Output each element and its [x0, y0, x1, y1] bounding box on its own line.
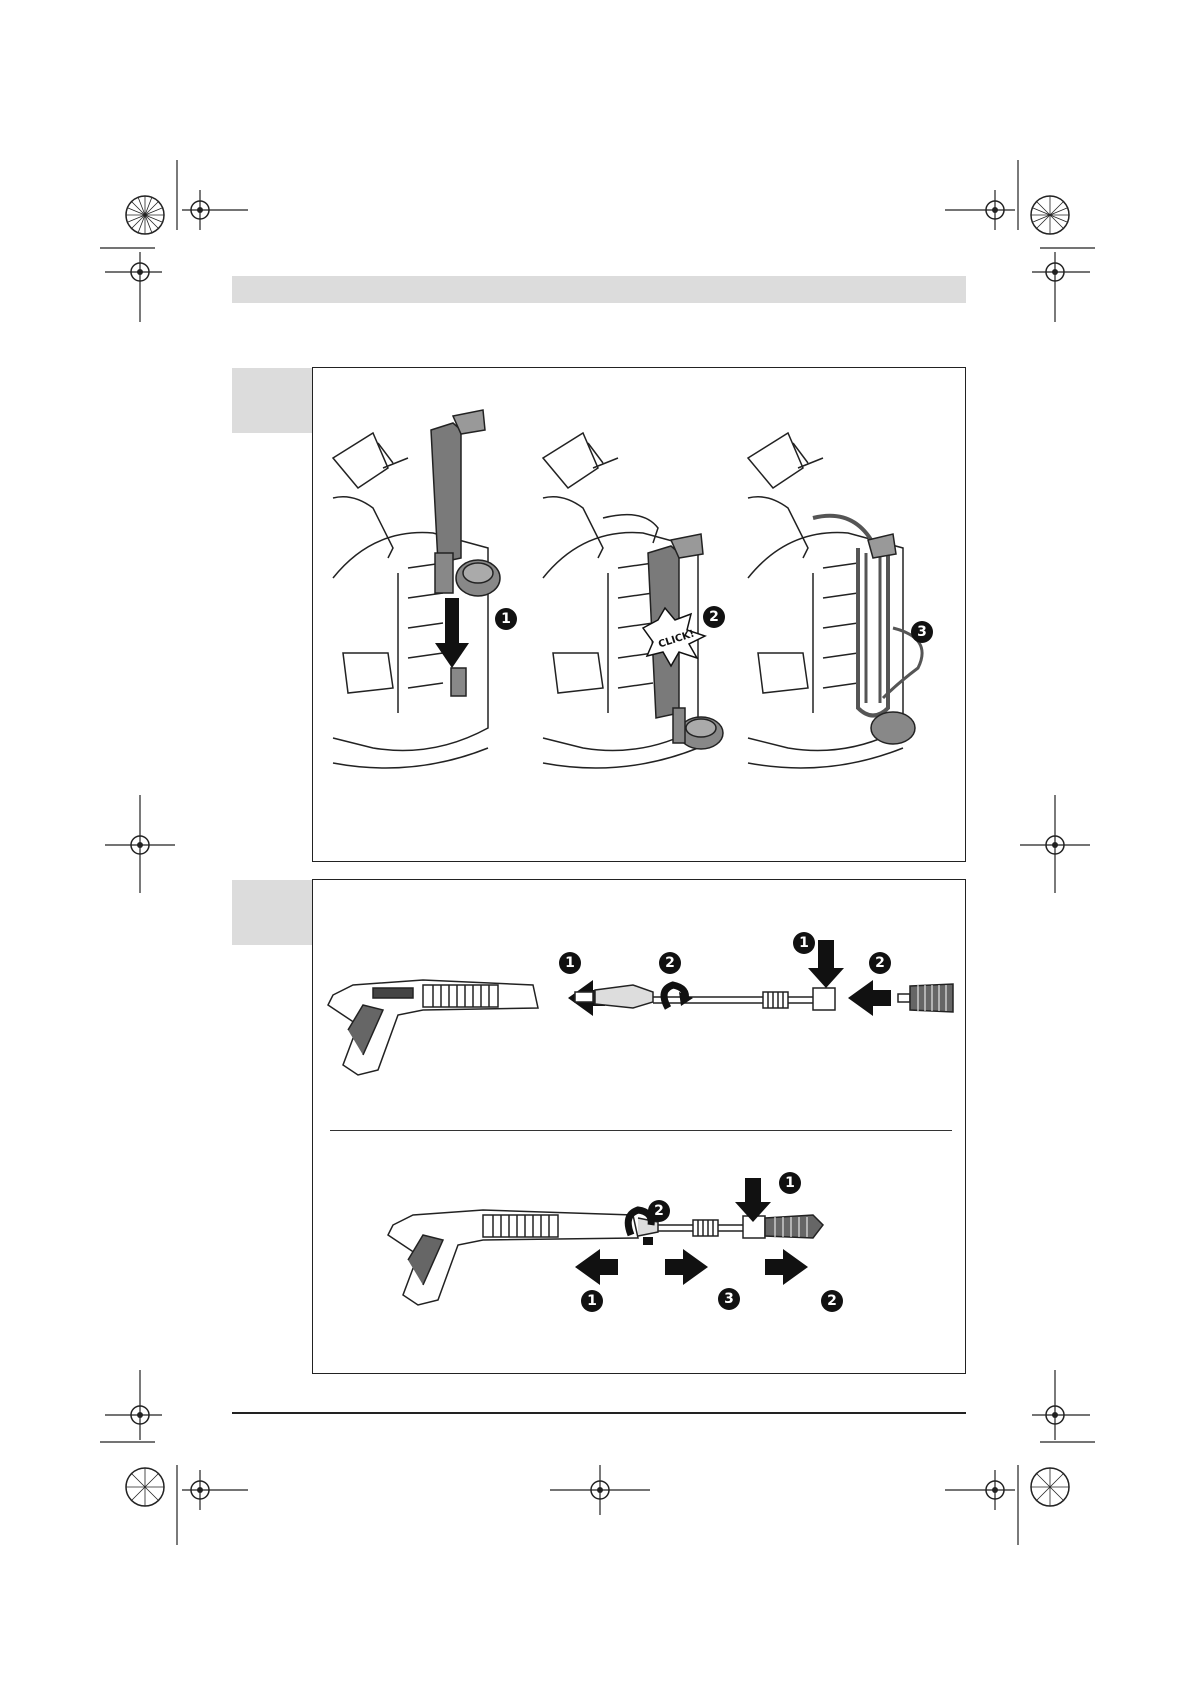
crop-mark-top-left: [100, 160, 260, 330]
step-3-number: 3: [911, 621, 933, 643]
figure-2-divider: [330, 1130, 952, 1131]
assemble-gun-arrow-number: 1: [559, 952, 581, 974]
crop-mark-bottom-left: [100, 1370, 260, 1550]
figure-2-panel: 1 2 1 2 1 2 1 3 2: [312, 879, 966, 1374]
figure-1-panel: 1 2 CLICK! 3: [312, 367, 966, 862]
arrow-down-icon: [435, 598, 469, 668]
disassemble-press-number: 1: [779, 1172, 801, 1194]
step-2-number: 2: [703, 606, 725, 628]
hose-coil-icon: [813, 516, 922, 716]
nozzle-disassemble: [765, 1215, 823, 1238]
nozzle-assemble: [898, 984, 953, 1012]
figure-2-tab: [232, 880, 312, 945]
crop-mark-mid-right: [1015, 795, 1095, 895]
assemble-nozzle-number: 2: [869, 952, 891, 974]
header-band: [232, 276, 966, 303]
crop-mark-mid-left: [100, 795, 180, 895]
disassemble-nozzle-number: 2: [821, 1290, 843, 1312]
crop-mark-bottom-center: [550, 1455, 650, 1535]
crop-mark-top-right: [940, 160, 1100, 330]
machine-step-1: [333, 433, 488, 768]
figure-1-tab: [232, 368, 312, 433]
disassemble-twist-number: 2: [648, 1200, 670, 1222]
assemble-press-number: 1: [793, 932, 815, 954]
crop-mark-bottom-right: [940, 1370, 1100, 1550]
footer-rule: [232, 1412, 966, 1414]
lance-assemble: [575, 985, 835, 1010]
disassemble-gun-number: 1: [581, 1290, 603, 1312]
assemble-twist-number: 2: [659, 952, 681, 974]
lance-arrow-right-icon: [665, 1249, 708, 1285]
gun-arrow-left-icon: [575, 1249, 618, 1285]
disassemble-lance-number: 3: [718, 1288, 740, 1310]
lance-assembly-illustration: [313, 880, 963, 1370]
spray-gun-disassemble: [388, 1210, 658, 1305]
spray-gun-assemble: [328, 980, 538, 1075]
step-1-number: 1: [495, 608, 517, 630]
lance-disassemble: [658, 1216, 765, 1238]
nozzle-arrow-left-icon: [848, 980, 891, 1016]
nozzle-arrow-right-icon: [765, 1249, 808, 1285]
hose-holder-illustration: [313, 368, 963, 858]
